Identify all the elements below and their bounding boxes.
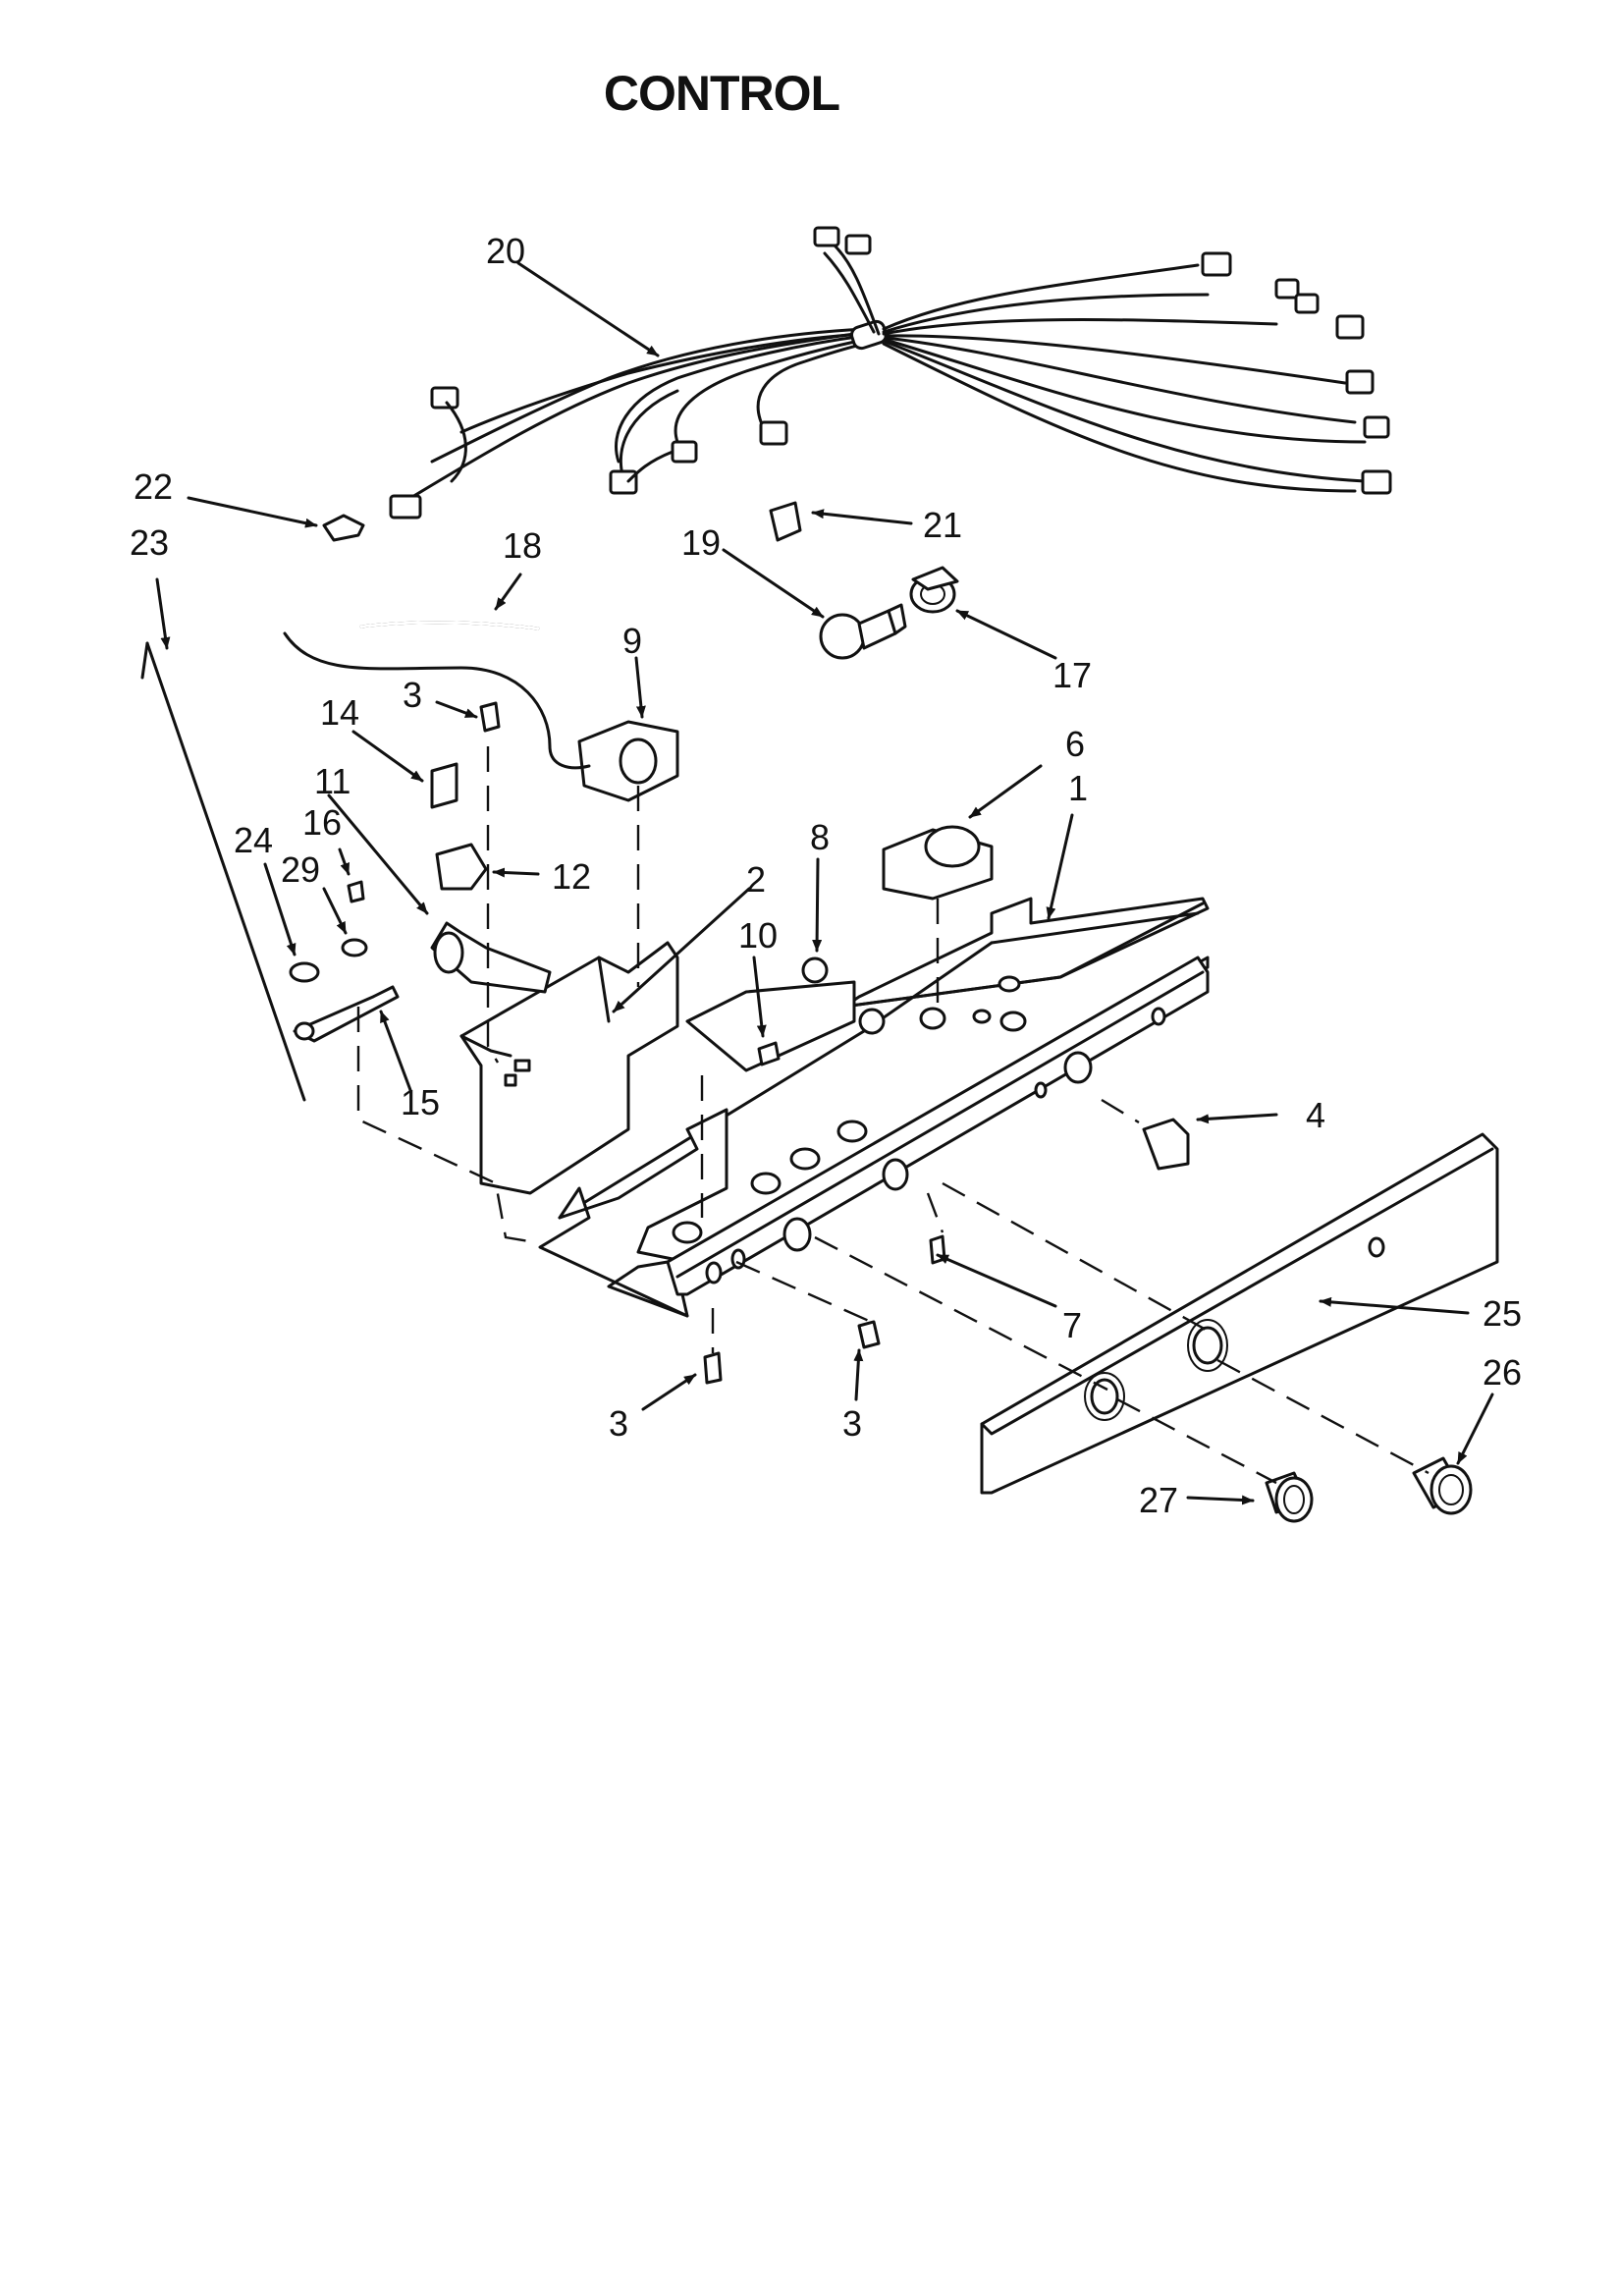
callout-19: 19	[681, 522, 721, 563]
screw-7	[929, 1234, 946, 1265]
callout-14: 14	[320, 692, 359, 733]
callout-3-bottom-right: 3	[842, 1403, 862, 1444]
control-housing	[459, 897, 1210, 1318]
callout-20: 20	[486, 231, 525, 271]
clamp-12	[435, 843, 488, 891]
screw-3-bottom-left	[703, 1351, 723, 1385]
washer-29	[341, 938, 368, 957]
clip-22	[322, 514, 365, 542]
callout-3-bottom-left: 3	[609, 1403, 628, 1444]
callout-25: 25	[1483, 1293, 1522, 1334]
lever-15	[293, 985, 400, 1043]
callout-22: 22	[134, 466, 173, 507]
callout-1: 1	[1068, 768, 1088, 808]
callout-16: 16	[302, 802, 342, 843]
switch-4	[1142, 1118, 1190, 1171]
knob-27	[1265, 1471, 1314, 1523]
callout-2: 2	[746, 859, 766, 900]
callout-6: 6	[1065, 724, 1085, 764]
callout-24: 24	[234, 820, 273, 860]
callout-7: 7	[1062, 1305, 1082, 1345]
callout-9: 9	[622, 621, 642, 661]
callout-10: 10	[738, 915, 778, 956]
screw-16	[347, 880, 365, 903]
clip-21	[769, 501, 802, 542]
callout-27: 27	[1139, 1480, 1178, 1520]
lamp-19	[819, 603, 907, 660]
assembly-guides	[356, 746, 1429, 1485]
callout-15: 15	[401, 1082, 440, 1122]
callout-3-top: 3	[403, 675, 422, 715]
wiring-harness	[389, 226, 1392, 519]
callout-labels: 20 22 23 21 19 18 17 9 3 14 6 11 1 16 24…	[130, 231, 1522, 1520]
bracket-14	[430, 762, 458, 809]
plug-8	[801, 957, 829, 984]
rod-23	[145, 641, 306, 1102]
callout-21: 21	[923, 505, 962, 545]
callout-26: 26	[1483, 1352, 1522, 1393]
screw-10	[757, 1041, 781, 1066]
washer-24	[289, 961, 320, 983]
front-trim-panel	[980, 1132, 1499, 1495]
screw-3-top	[479, 701, 501, 733]
callout-29: 29	[281, 849, 320, 890]
callout-23: 23	[130, 522, 169, 563]
relay-9	[283, 631, 679, 802]
callout-12: 12	[552, 856, 591, 897]
leader-lines	[155, 261, 1494, 1505]
control-6	[882, 825, 994, 901]
screw-3-bottom-right	[857, 1320, 881, 1349]
callout-8: 8	[810, 817, 830, 857]
diagram-title: CONTROL	[603, 66, 840, 121]
callout-18: 18	[503, 525, 542, 566]
callout-17: 17	[1052, 655, 1092, 695]
thermostat-11	[430, 921, 552, 994]
callout-4: 4	[1306, 1095, 1325, 1135]
lamp-socket-17	[909, 566, 959, 614]
knob-26	[1412, 1456, 1473, 1515]
callout-11: 11	[314, 761, 351, 801]
